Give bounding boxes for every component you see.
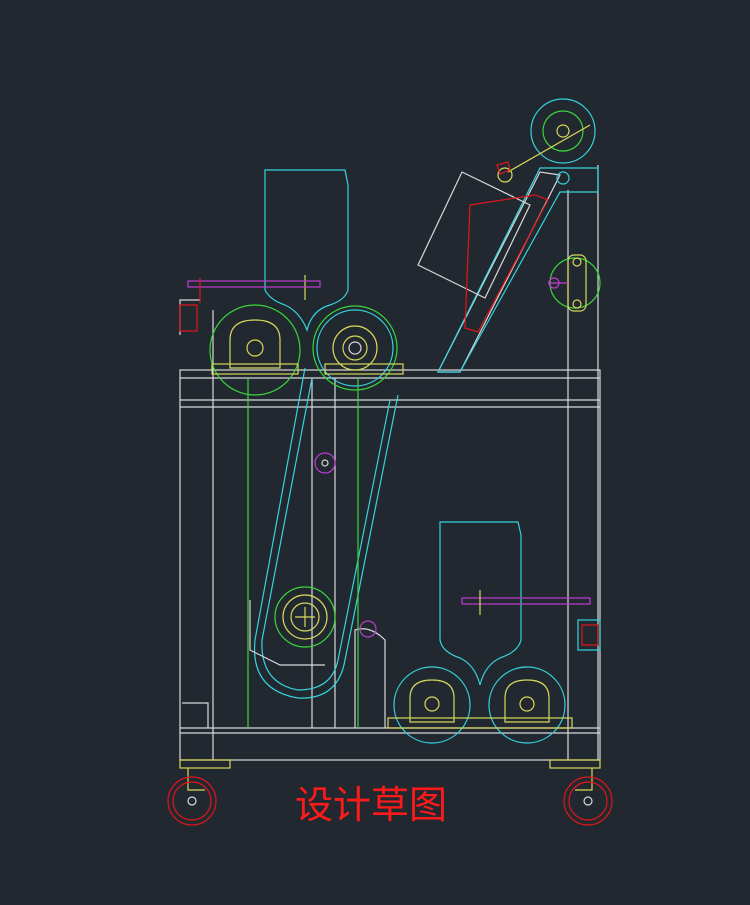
right-side-mechanism: [548, 171, 601, 312]
left-caster: [167, 759, 231, 826]
right-caster: [549, 759, 613, 826]
upper-left-roller: [209, 304, 301, 396]
conveyor-belt: [247, 367, 399, 728]
upper-left-hopper: [187, 169, 349, 332]
lower-left-roller: [393, 666, 471, 744]
film-roll: [507, 98, 596, 173]
drawing-caption: 设计草图: [295, 783, 447, 827]
idler-circle: [314, 452, 336, 474]
upper-middle-roller: [312, 305, 404, 391]
small-idler-circle: [359, 620, 377, 638]
sealing-head: [417, 161, 549, 333]
lower-right-roller: [387, 666, 573, 744]
machine-frame: [179, 165, 601, 761]
lower-right-hopper: [439, 521, 601, 686]
left-sensor-box: [179, 304, 198, 332]
lower-drive-pulley: [249, 586, 336, 666]
